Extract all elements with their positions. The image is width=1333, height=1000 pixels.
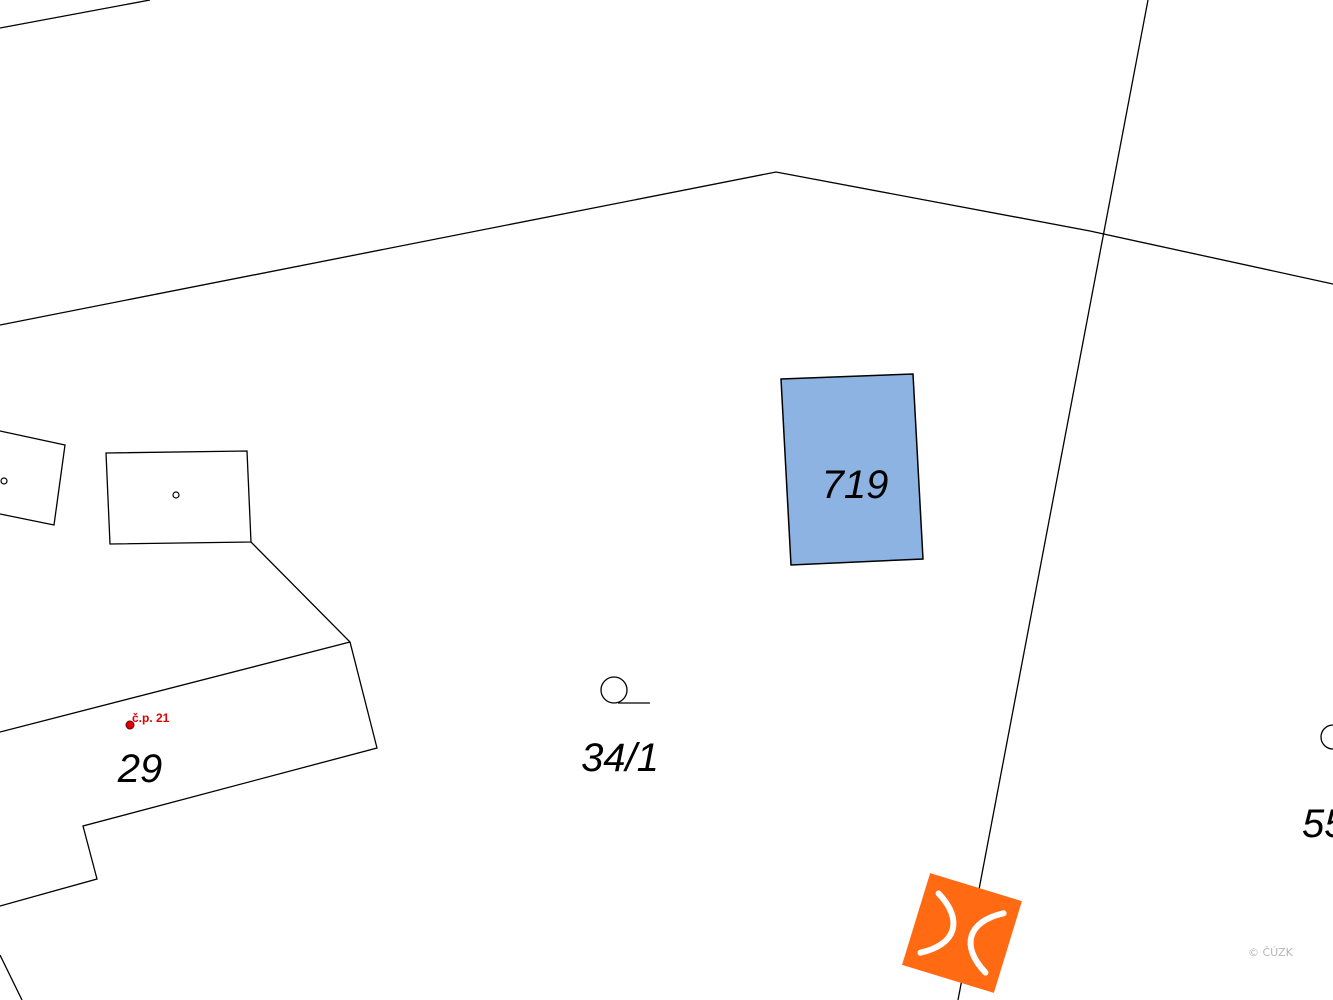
parcel-marker-icon [1320, 724, 1333, 750]
parcel-number-719: 719 [822, 463, 889, 507]
parcel-marker-icon [600, 676, 650, 704]
boundary-line-east [957, 0, 1149, 1000]
parcel-number-29: 29 [117, 747, 163, 791]
boundary-line-southwest [0, 954, 23, 1000]
copyright-watermark: © ČÚZK [1248, 946, 1294, 959]
building-outline-left [0, 430, 66, 526]
building-point-icon [0, 477, 8, 485]
parcel-number-55: 55 [1302, 802, 1333, 846]
boundary-line-inner [0, 641, 351, 733]
cuzk-logo-icon [902, 873, 1022, 993]
boundary-line-diagonal [0, 541, 378, 907]
address-point-icon [125, 720, 135, 730]
boundary-line-top [0, 0, 151, 29]
house-number-label: č.p. 21 [132, 711, 170, 725]
parcel-number-34-1: 34/1 [581, 736, 659, 780]
boundary-line-main-north [0, 171, 1333, 326]
building-point-icon [172, 491, 180, 499]
building-719[interactable] [780, 373, 924, 566]
